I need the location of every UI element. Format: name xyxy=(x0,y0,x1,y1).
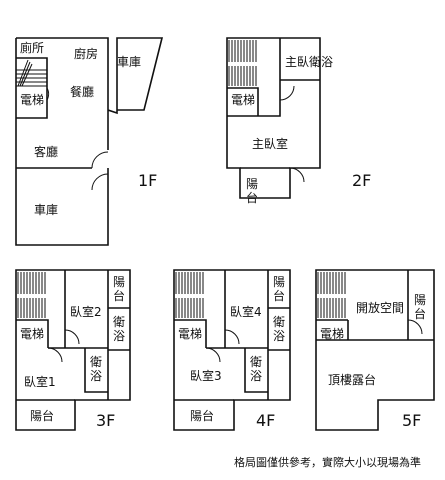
room-label: 衛浴 xyxy=(113,315,125,343)
floor-plan-1f: 廁所 廚房 車庫 餐廳 電梯 客廳 車庫 1F xyxy=(15,37,164,246)
staircase xyxy=(16,59,47,87)
room-label: 陽台 xyxy=(190,408,214,423)
room-label: 陽台 xyxy=(246,177,258,205)
footnote: 格局圖僅供參考，實際大小以現場為準 xyxy=(234,455,421,469)
room-label: 客廳 xyxy=(34,144,58,159)
room-label: 廚房 xyxy=(74,46,98,61)
room-label: 主臥室 xyxy=(252,136,288,151)
floor-label: 1F xyxy=(138,171,157,190)
room-label: 電梯 xyxy=(20,93,44,107)
room-label: 臥室2 xyxy=(70,304,102,319)
floor-plan-3f: 陽台 臥室2 衛浴 電梯 衛浴 臥室1 陽台 3F xyxy=(15,269,131,431)
room-label: 開放空間 xyxy=(356,300,404,315)
room-label: 臥室4 xyxy=(230,304,262,319)
room-label: 臥室1 xyxy=(24,374,56,389)
room-label: 頂樓露台 xyxy=(328,372,376,387)
room-label: 電梯 xyxy=(20,327,44,341)
room-label: 車庫 xyxy=(34,203,58,217)
floor-plan-5f: 開放空間 陽台 電梯 頂樓露台 5F xyxy=(315,269,435,431)
room-label: 陽台 xyxy=(30,408,54,423)
floor-plan-2f: 主臥衛浴 電梯 主臥室 陽台 2F xyxy=(226,37,371,205)
room-label: 衛浴 xyxy=(273,315,285,343)
staircase xyxy=(175,272,204,318)
room-label: 臥室3 xyxy=(190,368,222,383)
staircase xyxy=(17,272,46,318)
room-label: 餐廳 xyxy=(70,84,94,99)
floor-label: 5F xyxy=(402,411,421,430)
floor-label: 3F xyxy=(96,411,115,430)
room-label: 主臥衛浴 xyxy=(285,55,333,69)
room-label: 衛浴 xyxy=(250,355,262,383)
room-label: 衛浴 xyxy=(90,355,102,383)
room-label: 陽台 xyxy=(113,275,125,303)
room-label: 陽台 xyxy=(273,275,285,303)
room-label: 車庫 xyxy=(117,55,141,69)
room-label: 電梯 xyxy=(231,93,255,107)
room-label: 電梯 xyxy=(320,327,344,341)
floor-label: 2F xyxy=(352,171,371,190)
room-label: 電梯 xyxy=(178,327,202,341)
floor-label: 4F xyxy=(256,411,275,430)
room-label: 廁所 xyxy=(20,40,44,55)
staircase xyxy=(317,272,346,318)
staircase xyxy=(228,40,257,86)
floor-plan-4f: 陽台 臥室4 衛浴 電梯 衛浴 臥室3 陽台 4F xyxy=(173,269,291,431)
room-label: 陽台 xyxy=(414,293,426,321)
